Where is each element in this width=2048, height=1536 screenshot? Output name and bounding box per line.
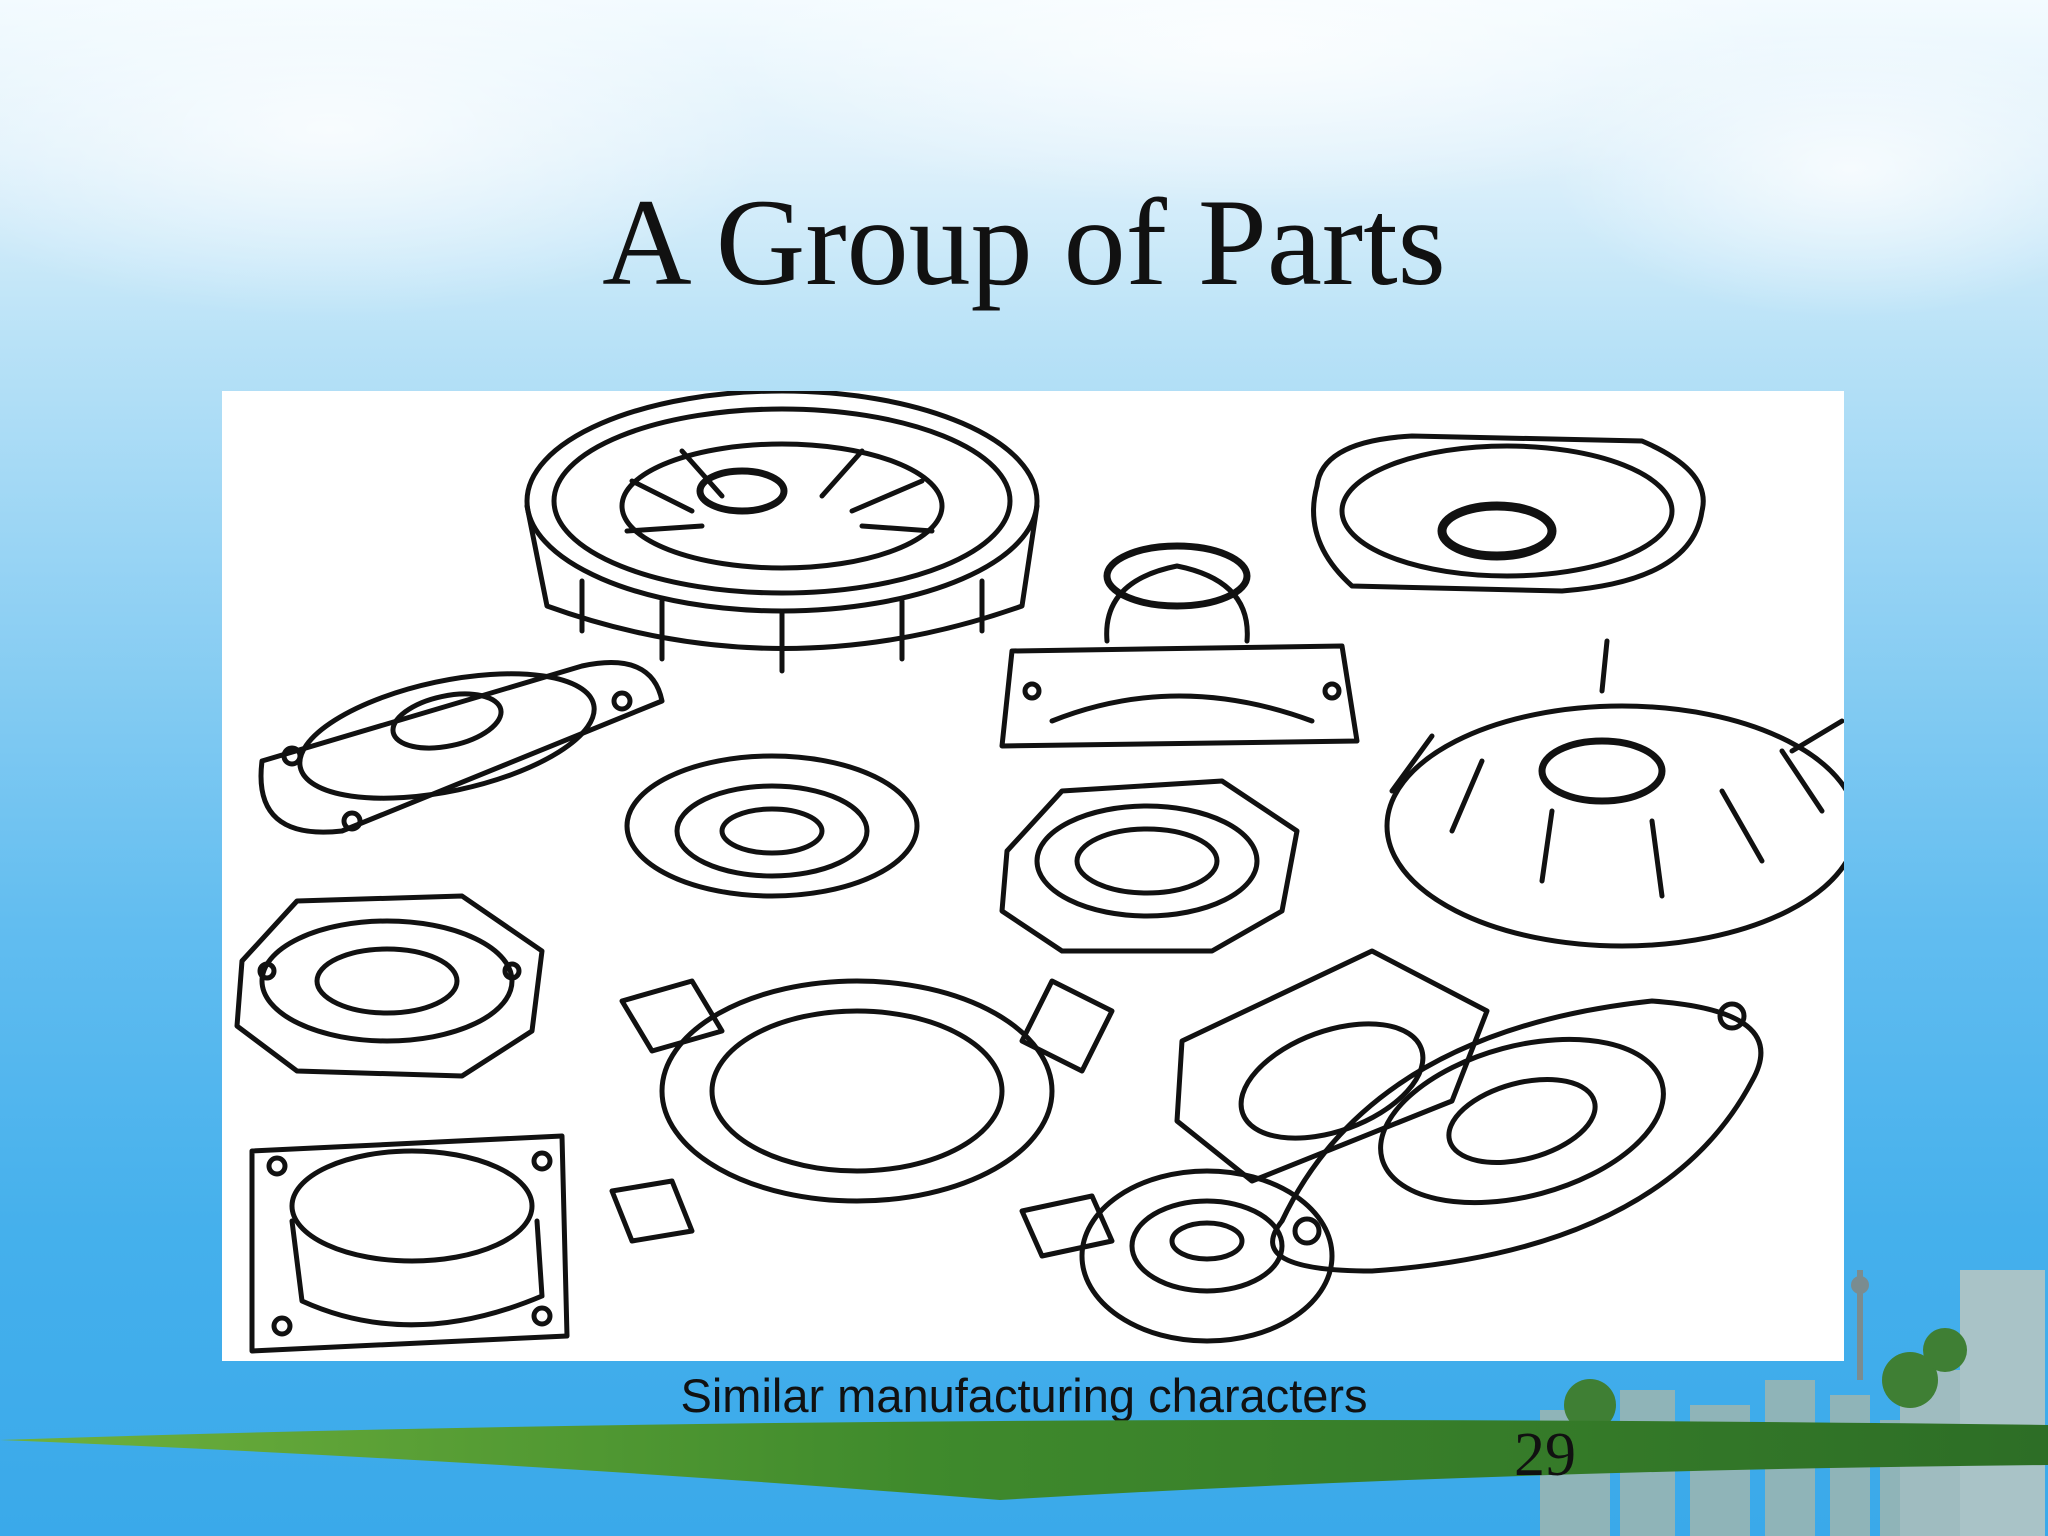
ribbed-wheel-part [524, 391, 1040, 674]
diamond-flange-part [1270, 998, 1764, 1274]
octagonal-ring-part [234, 893, 545, 1079]
square-threaded-flange-part [249, 1133, 570, 1354]
slide-title: A Group of Parts [602, 174, 1446, 311]
ring-frame-part [609, 978, 1115, 1259]
green-swoosh-band [0, 1420, 2048, 1500]
cloud-decoration [1550, 20, 2048, 320]
figure-caption: Similar manufacturing characters [680, 1369, 1368, 1422]
page-number: 29 [1514, 1421, 1576, 1489]
round-dish-part [1311, 433, 1706, 594]
octagonal-flange-part [999, 778, 1300, 954]
parts-line-drawing [234, 391, 1844, 1354]
small-ring-part [624, 753, 920, 899]
small-bearing-flange-part [1079, 1168, 1335, 1344]
conical-flange-part [999, 542, 1360, 749]
oval-cover-plate-part [258, 660, 665, 835]
tree-decoration [1564, 1328, 1967, 1431]
fan-blade-part [1384, 638, 1844, 949]
parts-figure [222, 391, 1844, 1361]
